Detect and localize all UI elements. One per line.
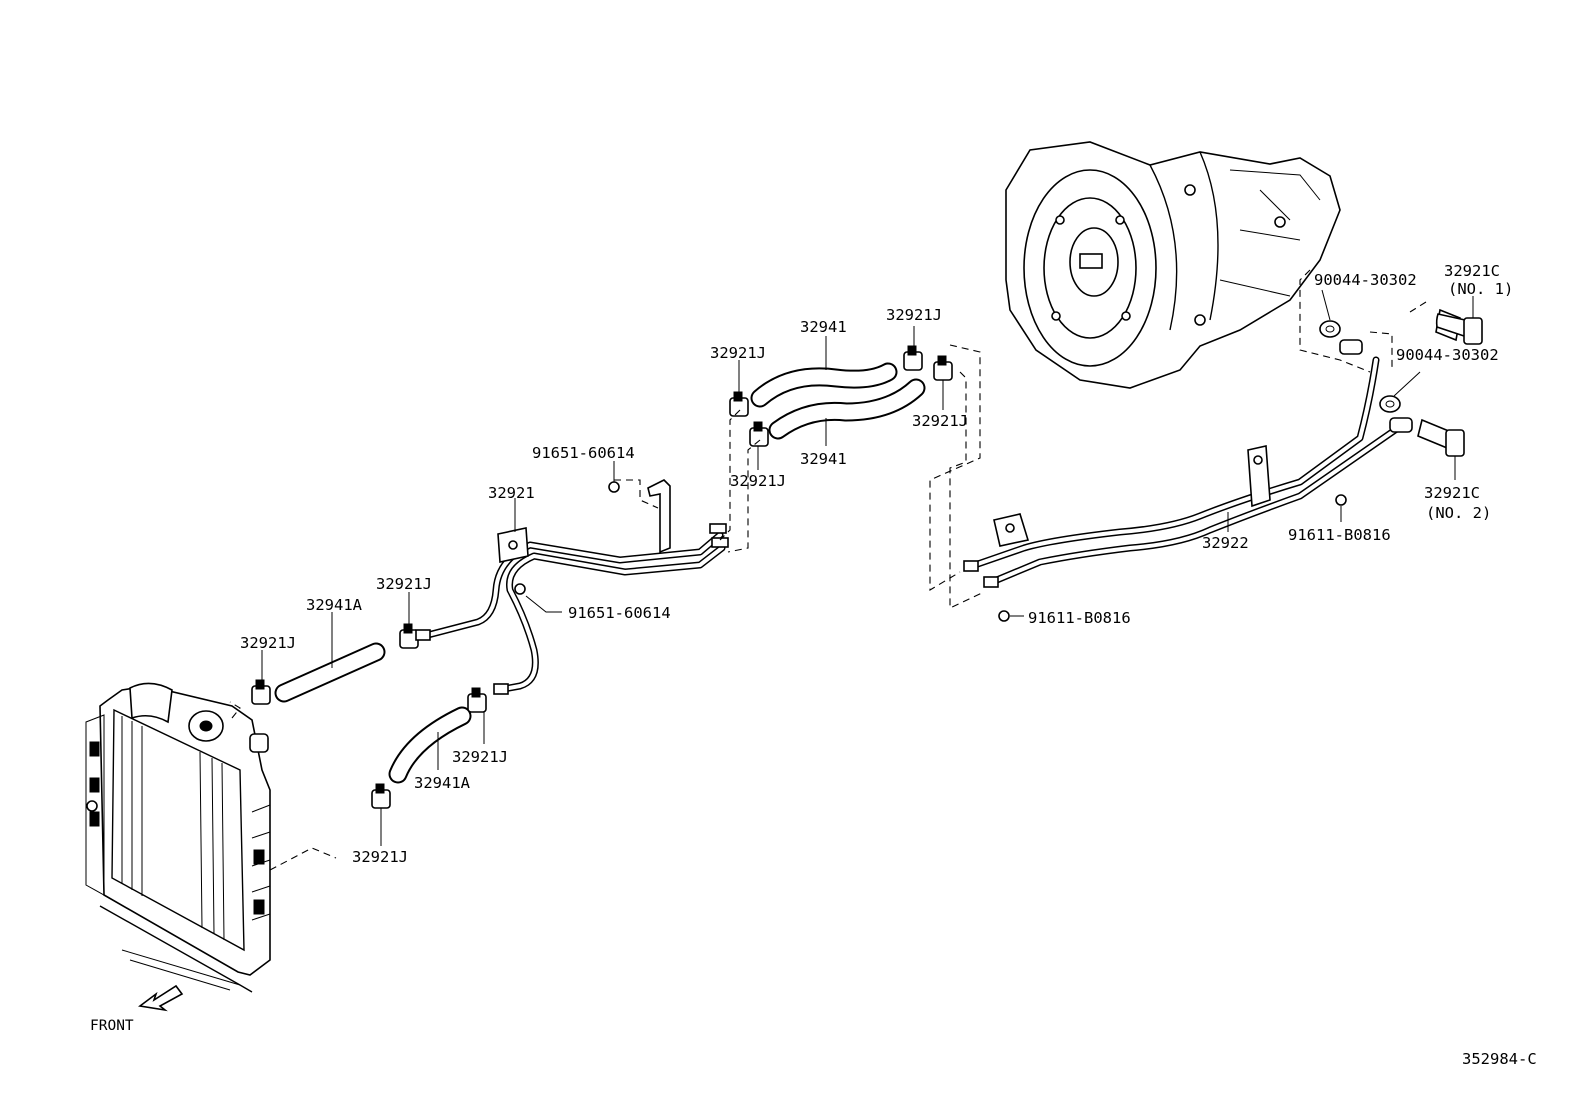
dashed-connectors (229, 269, 1427, 871)
label-union-bolt-no1: (NO. 1) (1448, 280, 1513, 298)
label-clamp-32921j: 32921J (452, 748, 508, 766)
bolt-icon (514, 481, 1347, 622)
union-bolt-no1-icon (1435, 308, 1483, 345)
front-label: FRONT (90, 1018, 134, 1034)
label-clamp-32921j: 32921J (240, 634, 296, 652)
label-bolt-91611: 91611-B0816 (1288, 526, 1391, 544)
hose-32941a-lower (388, 706, 472, 784)
union-bolt-no2-icon (1417, 418, 1465, 457)
label-clamp-32921j: 32921J (710, 344, 766, 362)
hose-32941-upper (750, 362, 898, 408)
figure-id: 352984-C (1462, 1050, 1537, 1068)
transmission (1005, 141, 1341, 389)
label-tube-32921: 32921 (488, 484, 535, 502)
label-clamp-32921j: 32921J (886, 306, 942, 324)
leader-lines (261, 289, 1474, 846)
label-union-bolt-32921c: 32921C (1444, 262, 1500, 280)
label-union-bolt-no2: (NO. 2) (1426, 504, 1491, 522)
label-gasket-90044: 90044-30302 (1396, 346, 1499, 364)
label-clamp-32921j: 32921J (730, 472, 786, 490)
hose-32941-lower (768, 378, 926, 440)
tube-32921 (415, 523, 729, 695)
label-bolt-91651: 91651-60614 (568, 604, 671, 622)
label-hose-32941a-lower: 32941A (414, 774, 471, 792)
label-union-bolt-32921c: 32921C (1424, 484, 1480, 502)
label-hose-32941-lower: 32941 (800, 450, 847, 468)
tube-32922 (963, 339, 1413, 588)
label-clamp-32921j: 32921J (376, 575, 432, 593)
label-clamp-32921j: 32921J (912, 412, 968, 430)
radiator (85, 682, 271, 993)
gasket-icon (1319, 320, 1401, 413)
part-labels: 32941A 32921J 32921J 32941A 32921J 32921… (240, 262, 1537, 1068)
label-hose-32941a-upper: 32941A (306, 596, 363, 614)
clamp-icon (729, 345, 953, 447)
label-hose-32941-upper: 32941 (800, 318, 847, 336)
label-gasket-90044: 90044-30302 (1314, 271, 1417, 289)
mounting-bracket (647, 479, 671, 554)
clamp-icon (251, 623, 487, 809)
label-bolt-91611: 91611-B0816 (1028, 609, 1131, 627)
hose-32941a-upper (274, 642, 386, 703)
label-tube-32922: 32922 (1202, 534, 1249, 552)
label-bolt-91651: 91651-60614 (532, 444, 635, 462)
label-clamp-32921j: 32921J (352, 848, 408, 866)
front-arrow-icon (138, 984, 184, 1012)
